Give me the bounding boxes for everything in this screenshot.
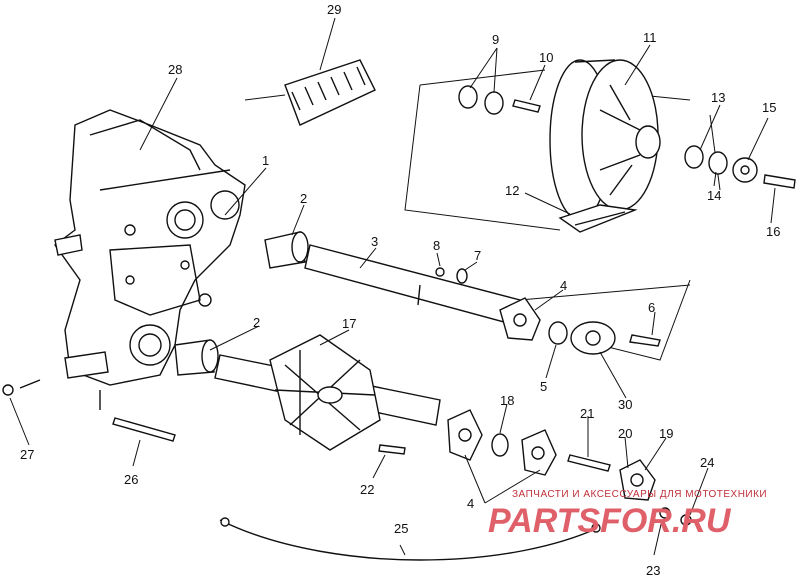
callout-11: 11 bbox=[643, 30, 657, 45]
bearing-flange-upper bbox=[435, 267, 661, 355]
callout-5: 5 bbox=[540, 379, 547, 394]
watermark: ЗАПЧАСТИ И АКСЕССУАРЫ ДЛЯ МОТОТЕХНИКИ PA… bbox=[488, 489, 767, 540]
drive-chain bbox=[244, 59, 376, 126]
callout-25: 25 bbox=[394, 521, 408, 536]
callout-22: 22 bbox=[360, 482, 374, 497]
callout-18: 18 bbox=[500, 393, 514, 408]
callout-3: 3 bbox=[371, 234, 378, 249]
fasteners bbox=[2, 379, 176, 442]
callout-9: 9 bbox=[492, 32, 499, 47]
callout-6: 6 bbox=[648, 300, 655, 315]
callout-14: 14 bbox=[707, 188, 721, 203]
speedometer-cable bbox=[219, 517, 601, 561]
drive-belt bbox=[558, 204, 638, 233]
callout-21: 21 bbox=[580, 406, 594, 421]
callout-12: 12 bbox=[505, 183, 519, 198]
callout-16: 16 bbox=[766, 224, 780, 239]
callout-2-upper: 2 bbox=[300, 191, 307, 206]
callout-26: 26 bbox=[124, 472, 138, 487]
callout-28: 28 bbox=[168, 62, 182, 77]
callout-1: 1 bbox=[262, 153, 269, 168]
callout-labels: 29 28 9 10 11 13 15 1 2 3 8 7 4 6 14 16 … bbox=[20, 2, 780, 578]
callout-27: 27 bbox=[20, 447, 34, 462]
callout-17: 17 bbox=[342, 316, 356, 331]
driven-clutch bbox=[549, 59, 661, 221]
upper-shaft bbox=[264, 231, 521, 326]
washers-and-spacers bbox=[458, 85, 796, 189]
leader-lines bbox=[9, 17, 776, 556]
callout-13: 13 bbox=[711, 90, 725, 105]
callout-10: 10 bbox=[539, 50, 553, 65]
callout-30: 30 bbox=[618, 397, 632, 412]
callout-4-lower: 4 bbox=[467, 496, 474, 511]
callout-15: 15 bbox=[762, 100, 776, 115]
cooling-fan bbox=[269, 334, 381, 451]
callout-29: 29 bbox=[327, 2, 341, 17]
bearing-flange-lower bbox=[378, 409, 692, 526]
callout-2-lower: 2 bbox=[253, 315, 260, 330]
gearcase-housing bbox=[54, 109, 246, 386]
callout-23: 23 bbox=[646, 563, 660, 578]
callout-19: 19 bbox=[659, 426, 673, 441]
watermark-tagline: ЗАПЧАСТИ И АКСЕССУАРЫ ДЛЯ МОТОТЕХНИКИ bbox=[512, 489, 767, 500]
callout-7: 7 bbox=[474, 248, 481, 263]
callout-20: 20 bbox=[618, 426, 632, 441]
callout-24: 24 bbox=[700, 455, 714, 470]
callout-4-upper: 4 bbox=[560, 278, 567, 293]
callout-8: 8 bbox=[433, 238, 440, 253]
watermark-logo: PARTSFOR.RU bbox=[488, 502, 732, 540]
